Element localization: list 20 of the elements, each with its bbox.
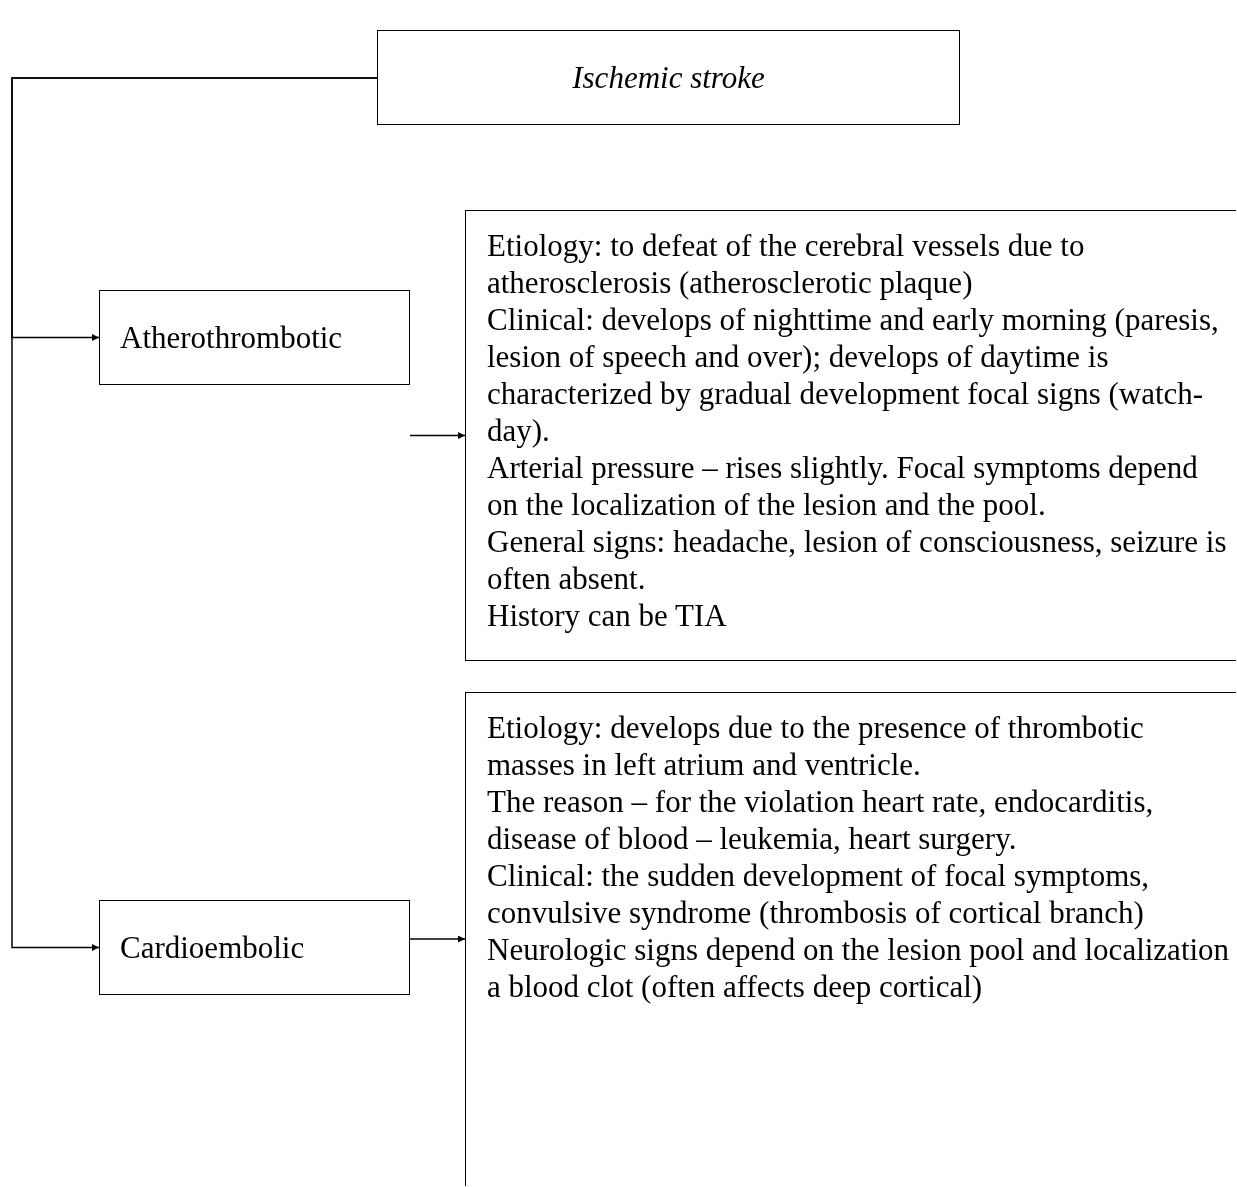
description-paragraph: Clinical: the sudden development of focal symptoms, convulsive syndrome (thrombosis of cortical branch) <box>487 857 1151 931</box>
description-paragraph: Clinical: develops of nighttime and early morning (paresis, lesion of speech and over); develops of daytime is characterized by gradual development focal signs (watch-day). <box>487 301 1220 449</box>
category-box <box>99 900 410 995</box>
category-box <box>99 290 410 385</box>
category-label: Atherothrombotic <box>120 319 343 356</box>
description-paragraph: History can be TIA <box>487 597 728 634</box>
arrow <box>409 935 466 943</box>
title-text: Ischemic stroke <box>572 59 765 96</box>
description-paragraph: Neurologic signs depend on the lesion pool and localization a blood clot (often affects deep cortical) <box>487 931 1231 1005</box>
description-paragraph: The reason – for the violation heart rate, endocarditis, disease of blood – leukemia, heart surgery. <box>487 783 1155 857</box>
description-paragraph: General signs: headache, lesion of consciousness, seizure is often absent. <box>487 523 1228 597</box>
title-box <box>377 30 960 125</box>
description-paragraph: Arterial pressure – rises slightly. Focal symptoms depend on the localization of the lesion and the pool. <box>487 449 1199 523</box>
arrow <box>409 432 466 439</box>
description-paragraph: Etiology: develops due to the presence of thrombotic masses in left atrium and ventricle. <box>487 709 1145 783</box>
description-box <box>465 210 1236 661</box>
description-box <box>465 692 1236 1186</box>
arrow <box>11 77 378 951</box>
category-label: Cardioembolic <box>120 929 305 966</box>
description-paragraph: Etiology: to defeat of the cerebral vessels due to atherosclerosis (atherosclerotic plaque) <box>487 227 1086 301</box>
